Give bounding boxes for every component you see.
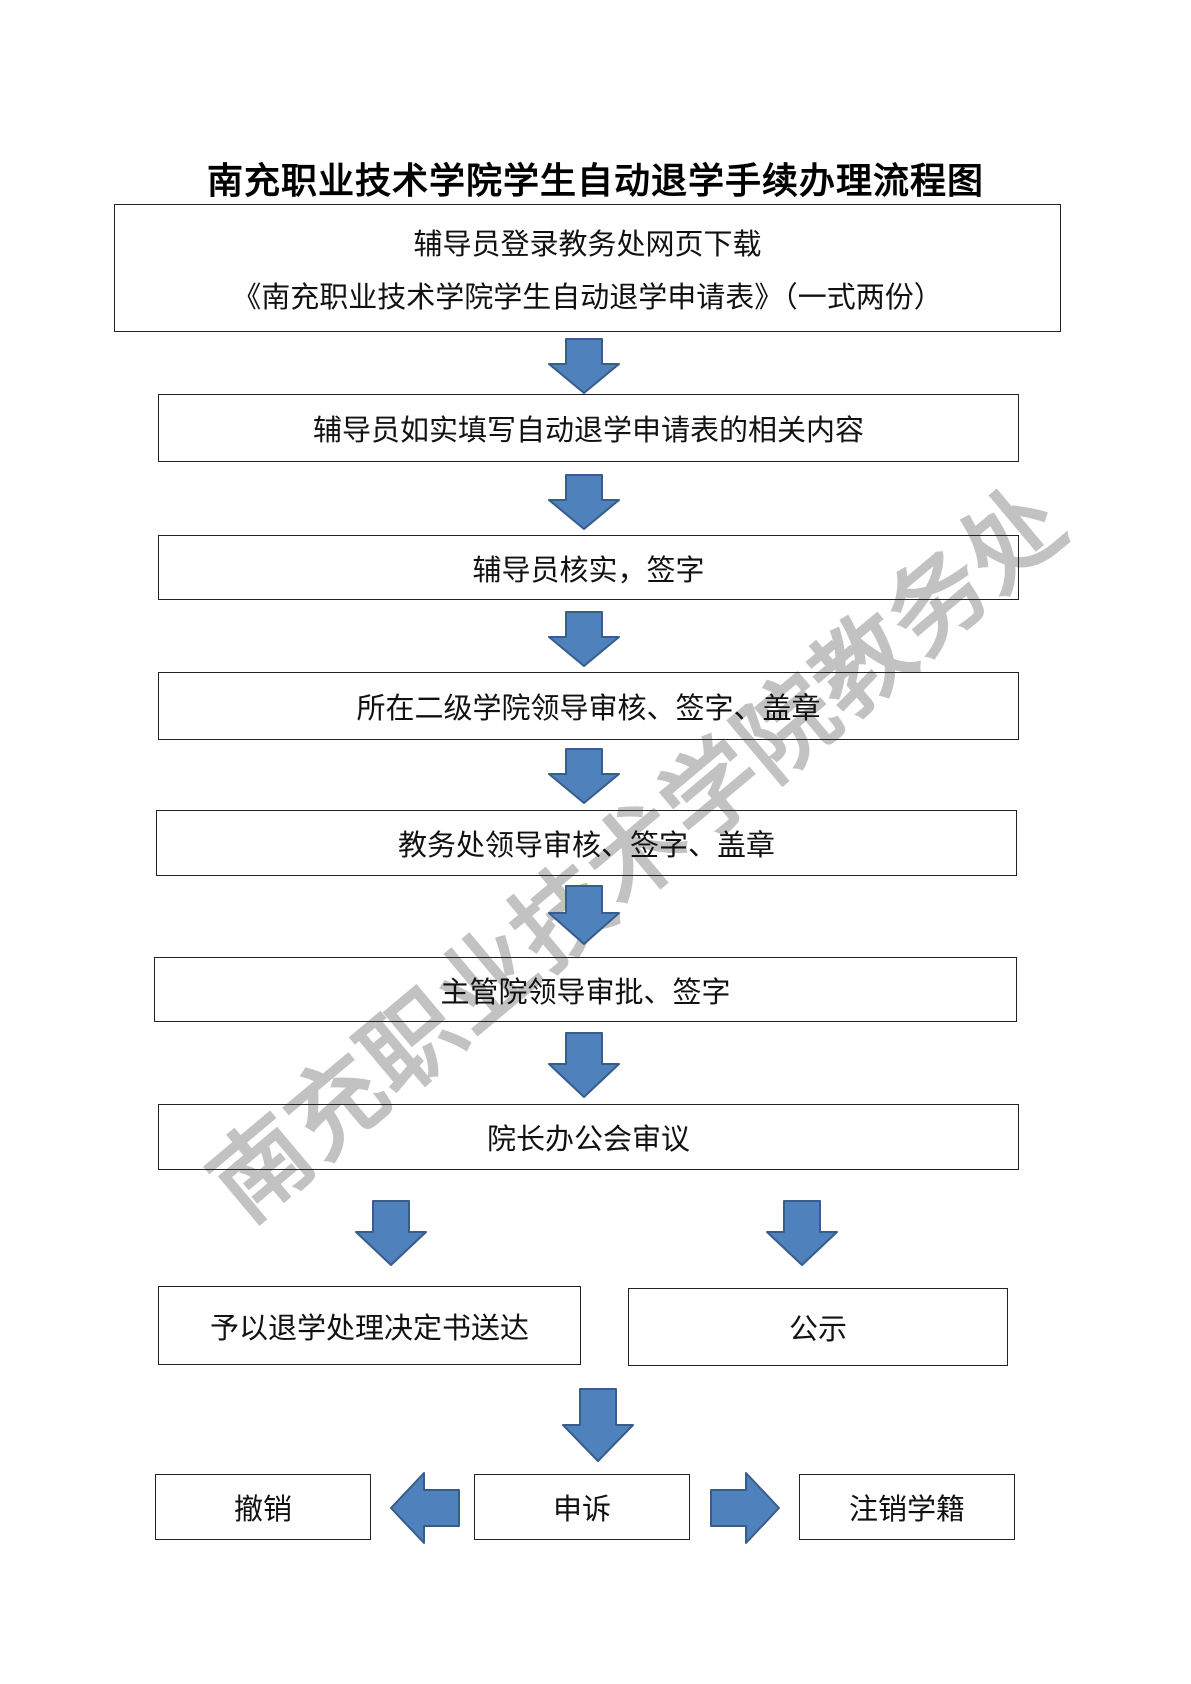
outcome-appeal: 申诉 bbox=[474, 1474, 690, 1540]
step-download-form: 辅导员登录教务处网页下载 《南充职业技术学院学生自动退学申请表》（一式两份） bbox=[114, 204, 1061, 332]
down-arrow-icon bbox=[548, 1032, 620, 1098]
down-arrow-icon bbox=[766, 1200, 838, 1266]
step-download-form-line1: 辅导员登录教务处网页下载 bbox=[413, 226, 762, 261]
step-download-form-line2: 《南充职业技术学院学生自动退学申请表》（一式两份） bbox=[232, 279, 943, 314]
branch-decision-delivery: 予以退学处理决定书送达 bbox=[158, 1286, 581, 1365]
step-academic-affairs-review: 教务处领导审核、签字、盖章 bbox=[156, 810, 1017, 876]
step-college-review: 所在二级学院领导审核、签字、盖章 bbox=[158, 672, 1019, 740]
down-arrow-icon bbox=[548, 748, 620, 804]
branch-public-notice: 公示 bbox=[628, 1288, 1008, 1366]
step-leader-approval: 主管院领导审批、签字 bbox=[154, 957, 1017, 1022]
down-arrow-icon bbox=[548, 474, 620, 530]
step-president-meeting: 院长办公会审议 bbox=[158, 1104, 1019, 1170]
step-fill-form: 辅导员如实填写自动退学申请表的相关内容 bbox=[158, 394, 1019, 462]
down-arrow-icon bbox=[548, 611, 620, 667]
right-arrow-icon bbox=[710, 1472, 780, 1544]
down-arrow-icon bbox=[548, 885, 620, 945]
step-counselor-verify: 辅导员核实，签字 bbox=[158, 535, 1019, 600]
page-title: 南充职业技术学院学生自动退学手续办理流程图 bbox=[206, 161, 984, 202]
down-arrow-icon bbox=[548, 338, 620, 394]
outcome-revoke: 撤销 bbox=[155, 1474, 371, 1540]
down-arrow-icon bbox=[562, 1388, 634, 1462]
left-arrow-icon bbox=[390, 1472, 460, 1544]
outcome-deregister: 注销学籍 bbox=[799, 1474, 1015, 1540]
down-arrow-icon bbox=[355, 1200, 427, 1266]
